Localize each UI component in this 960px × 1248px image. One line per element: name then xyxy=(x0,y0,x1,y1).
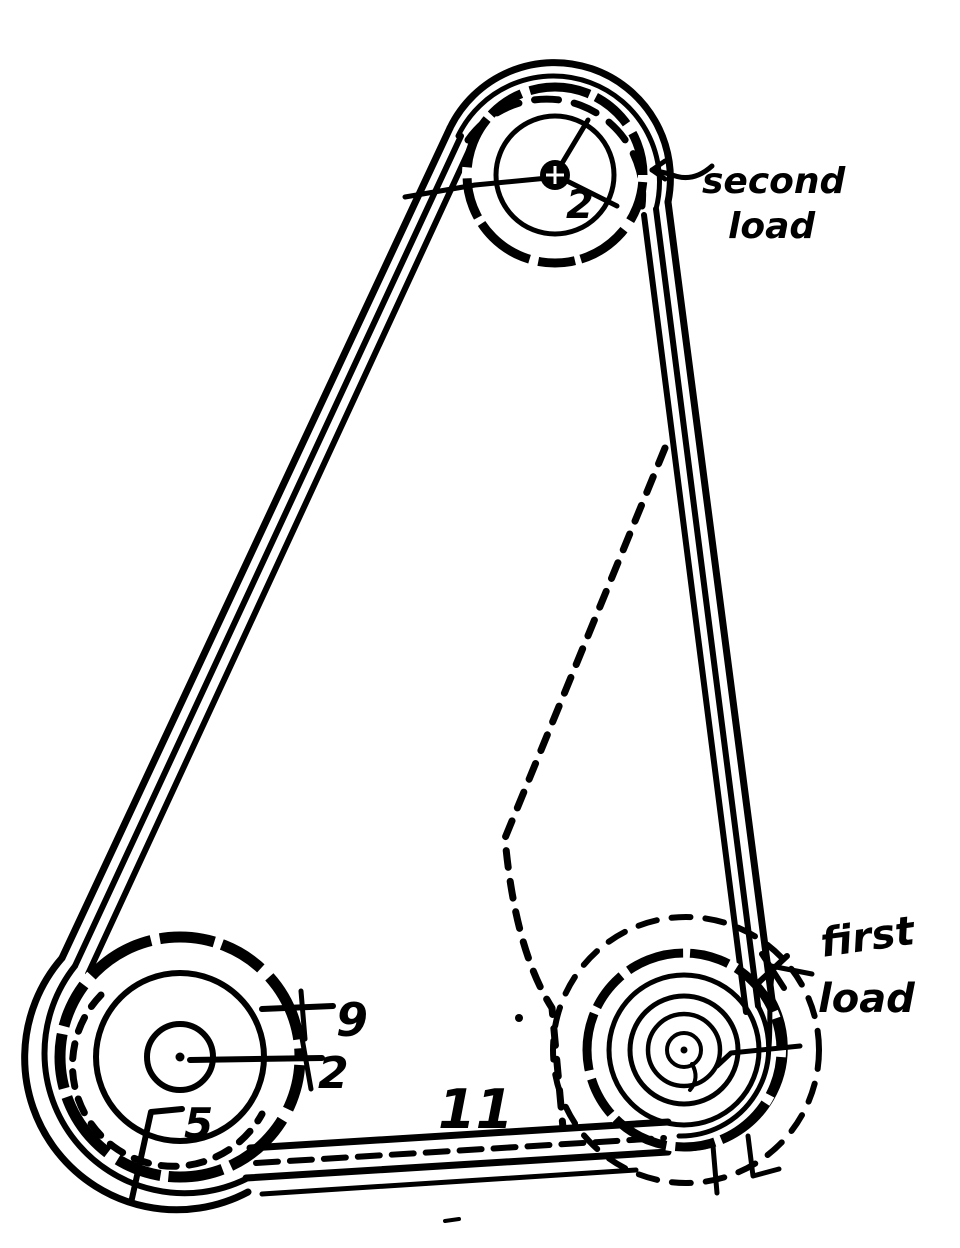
numeral-leaders xyxy=(128,988,336,1206)
numeral-2-leader xyxy=(187,1055,325,1063)
numeral-top-pulley-2: 2 xyxy=(566,182,594,228)
stray-dash-bottom xyxy=(443,1217,461,1223)
right-pulley-bottom-mark-2 xyxy=(710,1143,720,1196)
belt-bottom-run xyxy=(242,1118,672,1197)
belt-right-middle-edge xyxy=(653,206,761,1009)
right-pulley-bottom-mark-1 xyxy=(745,1133,782,1179)
belt-left-outer-edge xyxy=(58,124,454,962)
top-pulley xyxy=(402,82,648,268)
first-load-label-line2: load xyxy=(818,976,915,1022)
belt-right-inner-edge xyxy=(641,212,749,1015)
numeral-left-pulley-5: 5 xyxy=(184,1099,213,1148)
second-load-label-line2: load xyxy=(728,206,816,247)
second-load-label-line1: second xyxy=(702,161,847,202)
second-load-leader-line xyxy=(649,163,715,181)
numeral-left-pulley-9: 9 xyxy=(336,993,368,1047)
second-load-arrowhead xyxy=(649,158,668,182)
numeral-2-tick xyxy=(299,1035,314,1092)
numeral-5-bracket xyxy=(128,1106,185,1206)
right-pulley-hub-hook xyxy=(688,1062,698,1092)
top-wrap-outer-arc xyxy=(446,59,674,206)
belt-bottom-middle-dashed xyxy=(253,1135,667,1166)
right-pulley-dashed-outline xyxy=(550,914,822,1186)
labels: second load first load 2 9 2 5 11 xyxy=(184,161,919,1148)
first-load-label-line1: first xyxy=(818,908,919,967)
right-pulley-center-dot xyxy=(680,1046,688,1054)
belt-bottom-top-edge xyxy=(246,1118,672,1152)
right-pulley-ring-2 xyxy=(645,1011,723,1089)
dashed-slack-belt-path xyxy=(501,444,669,1132)
top-pulley-rim-sketch-gaps xyxy=(462,82,648,268)
left-wrap-outer-arc xyxy=(21,954,252,1214)
top-wrap-inner-arc xyxy=(455,73,662,212)
belt-left-run xyxy=(58,124,475,977)
right-wrap-inner-arc xyxy=(676,1003,772,1139)
stray-sketch-marks xyxy=(443,1014,782,1223)
top-pulley-inner-circle xyxy=(493,113,617,237)
belt-bottom-bottom-edge xyxy=(242,1148,672,1182)
second-load-leader xyxy=(649,158,715,182)
numeral-9-leader xyxy=(259,1003,336,1012)
first-load-leader-drop xyxy=(766,965,776,1050)
right-pulley-hub-ring xyxy=(665,1031,703,1069)
stray-dot xyxy=(515,1014,523,1022)
numeral-left-pulley-2: 2 xyxy=(318,1048,349,1099)
left-wrap-inner-arc xyxy=(41,963,249,1197)
top-pulley-spoke-left-axle-line xyxy=(402,175,551,200)
numeral-9-tick xyxy=(298,988,308,1042)
belt-left-inner-edge xyxy=(85,141,475,977)
first-load-leader xyxy=(714,951,815,1069)
left-pulley-center-dot xyxy=(175,1052,185,1062)
numeral-bottom-belt-11: 11 xyxy=(438,1078,513,1141)
belt-left-middle-edge xyxy=(72,133,464,969)
belt-bottom-lower-double xyxy=(259,1167,639,1197)
belt-right-outer-edge xyxy=(664,198,776,1004)
top-pulley-hub-cross xyxy=(546,166,564,184)
first-load-hub-pointer xyxy=(714,1043,803,1069)
left-pulley-dashed-groove-arc xyxy=(69,991,266,1170)
belt-right-run xyxy=(641,198,776,1015)
